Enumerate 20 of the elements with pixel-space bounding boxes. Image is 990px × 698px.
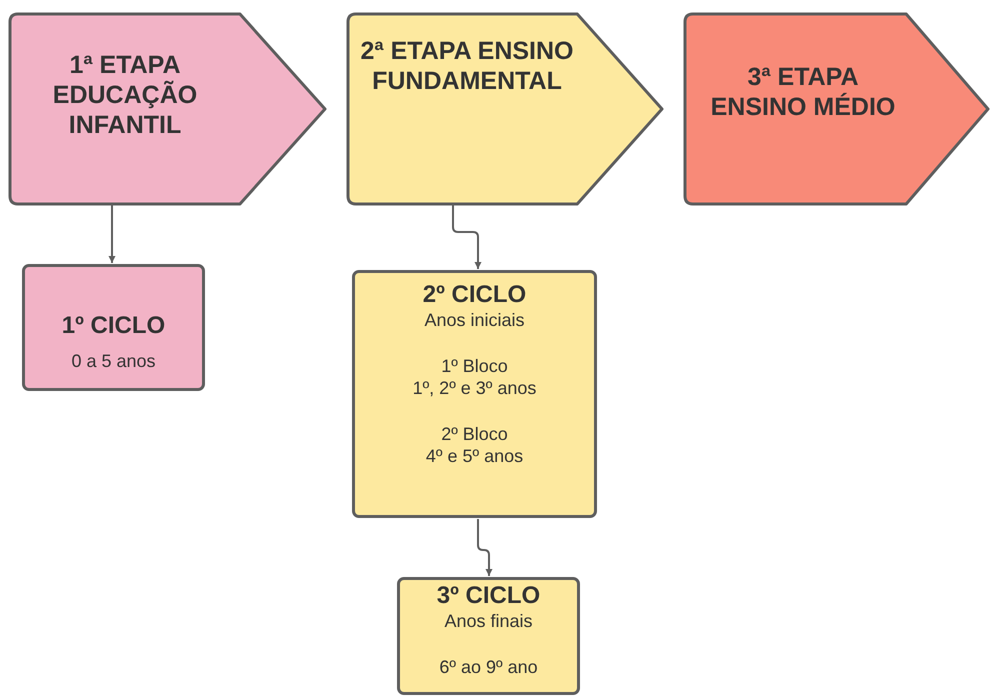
stage-title: 1ª ETAPA EDUCAÇÃO INFANTIL	[52, 50, 198, 140]
cycle-text: Anos finais	[444, 610, 533, 632]
cycle-text: 0 a 5 anos	[71, 350, 156, 372]
cycle-text: 1º, 2º e 3º anos	[412, 377, 536, 399]
arrow	[452, 205, 482, 269]
cycle-title: 1º CICLO	[62, 312, 166, 340]
arrow	[477, 519, 492, 576]
cycle-text: 1º Bloco	[441, 355, 508, 377]
cycle-text: 2º Bloco	[441, 423, 508, 445]
stage-title: 2ª ETAPA ENSINO FUNDAMENTAL	[360, 36, 574, 96]
cycle-text: Anos iniciais	[424, 309, 525, 331]
cycle-title: 3º CICLO	[436, 582, 540, 610]
stage-title: 3ª ETAPA ENSINO MÉDIO	[710, 62, 896, 122]
cycle-box	[397, 577, 580, 695]
cycle-box	[22, 264, 205, 391]
cycle-box	[352, 270, 597, 518]
cycle-title: 2º CICLO	[422, 281, 526, 309]
cycle-text: 6º ao 9º ano	[439, 656, 538, 678]
arrow	[108, 205, 116, 263]
cycle-text: 4º e 5º anos	[426, 445, 524, 467]
